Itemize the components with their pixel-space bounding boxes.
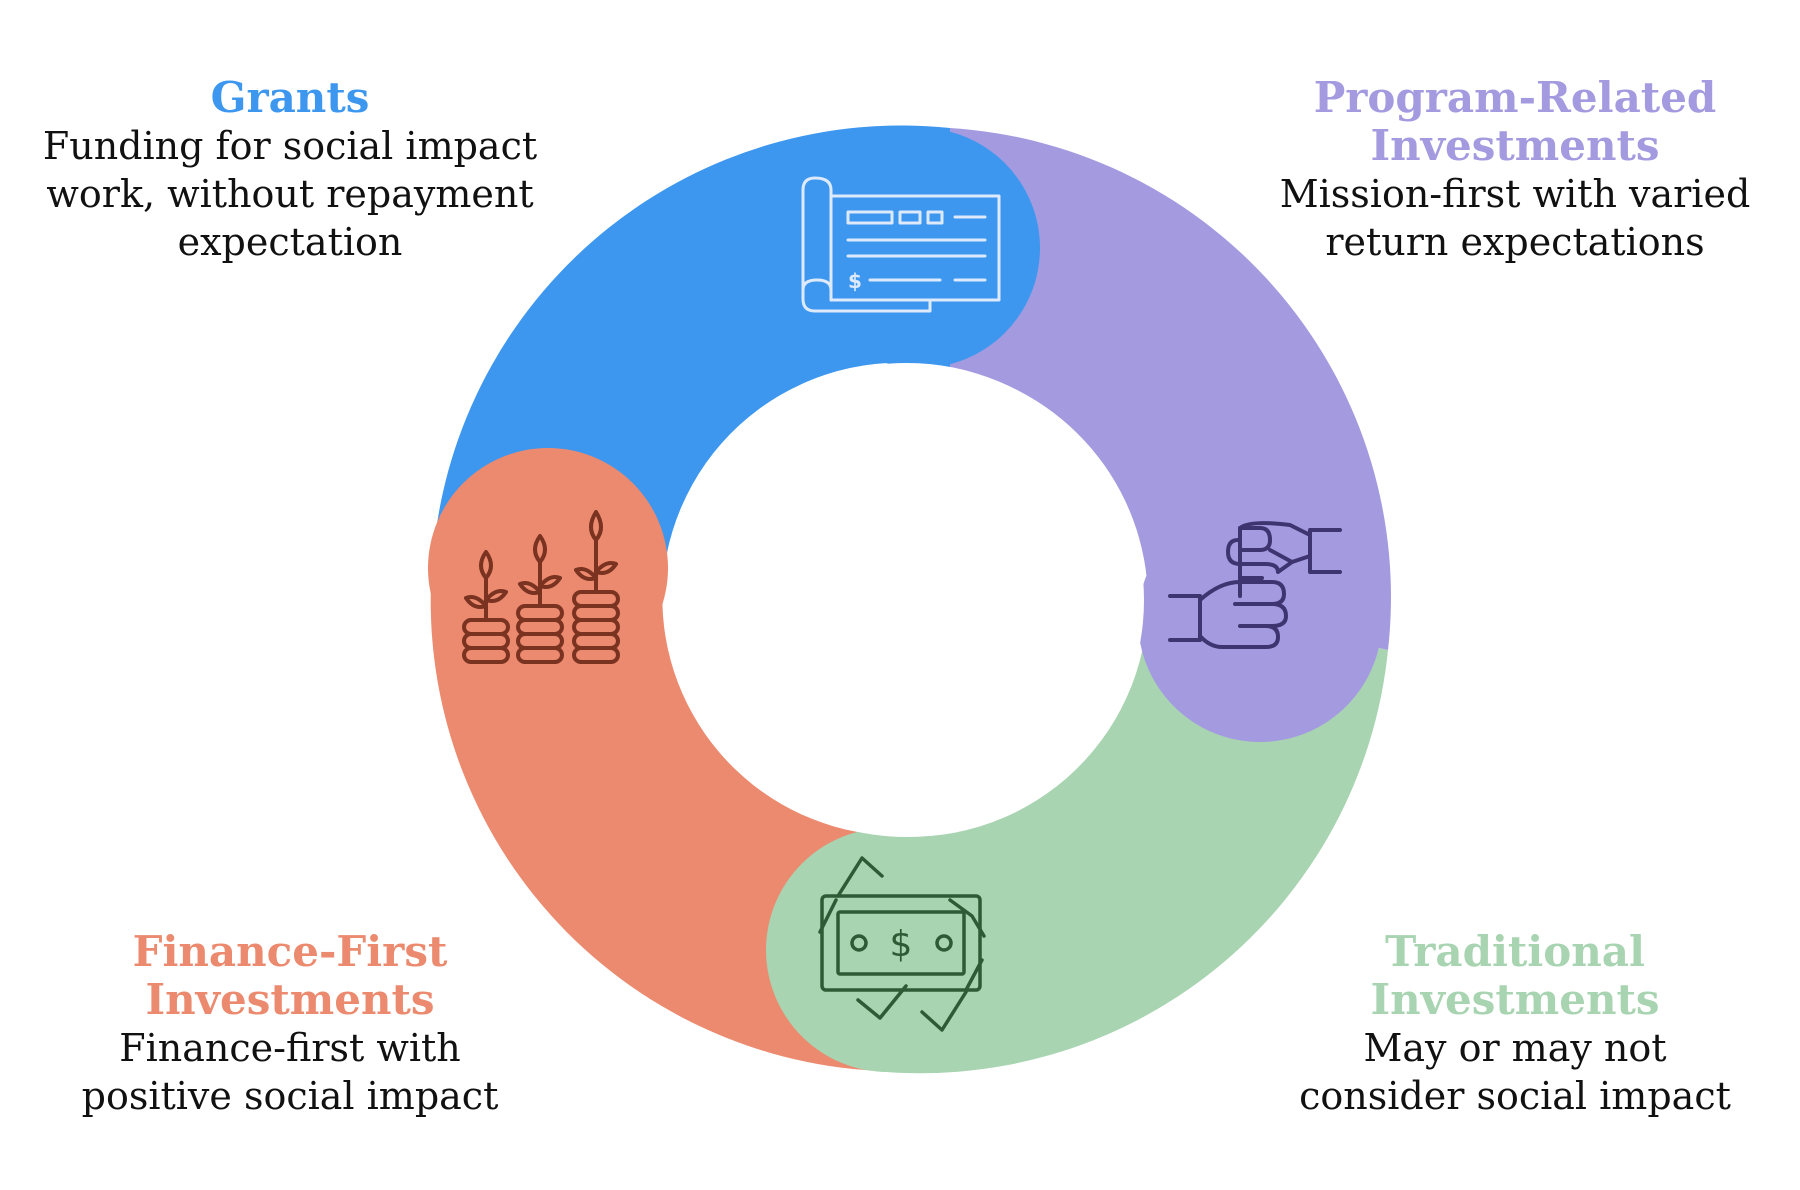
segment-description-line: Funding for social impact xyxy=(42,124,538,168)
segment-description-line: return expectations xyxy=(1325,220,1705,264)
segment-title-line: Program-Related xyxy=(1313,73,1717,122)
segment-description-line: expectation xyxy=(177,220,403,264)
coin-plants-icon xyxy=(462,510,620,664)
coin-stack-left xyxy=(462,550,510,664)
money-icon: $ xyxy=(818,856,986,1032)
segment-description-line: Mission-first with varied xyxy=(1279,172,1751,216)
segment-title-line: Investments xyxy=(145,975,435,1024)
segment-title-line: Investments xyxy=(1370,975,1660,1024)
dollar-sign: $ xyxy=(848,269,862,293)
segment-traditional-cap xyxy=(766,828,1010,1072)
dollar-sign: $ xyxy=(890,924,913,965)
segment-program-related-cap xyxy=(1138,498,1382,742)
ring xyxy=(428,125,1391,1074)
coin-stack-right xyxy=(572,510,620,664)
ring-hole xyxy=(670,363,1144,837)
segment-grants-cap xyxy=(800,128,1040,368)
segment-description-line: consider social impact xyxy=(1299,1074,1731,1118)
segment-description-line: work, without repayment xyxy=(46,172,534,216)
segment-description-line: Finance-first with xyxy=(119,1026,461,1070)
segment-title: Grants xyxy=(10,74,570,122)
segment-description-line: May or may not xyxy=(1363,1026,1667,1070)
segment-title-line: Grants xyxy=(210,73,370,122)
segment-description-line: positive social impact xyxy=(81,1074,499,1118)
segment-title-line: Investments xyxy=(1370,121,1660,170)
segment-title-line: Traditional xyxy=(1385,927,1645,976)
coin-stack-middle xyxy=(516,534,564,664)
check-icon: $ xyxy=(801,176,1001,313)
segment-finance-first-cap xyxy=(428,448,668,688)
handshake-icon xyxy=(1168,521,1342,649)
segment-title-line: Finance-First xyxy=(132,927,448,976)
